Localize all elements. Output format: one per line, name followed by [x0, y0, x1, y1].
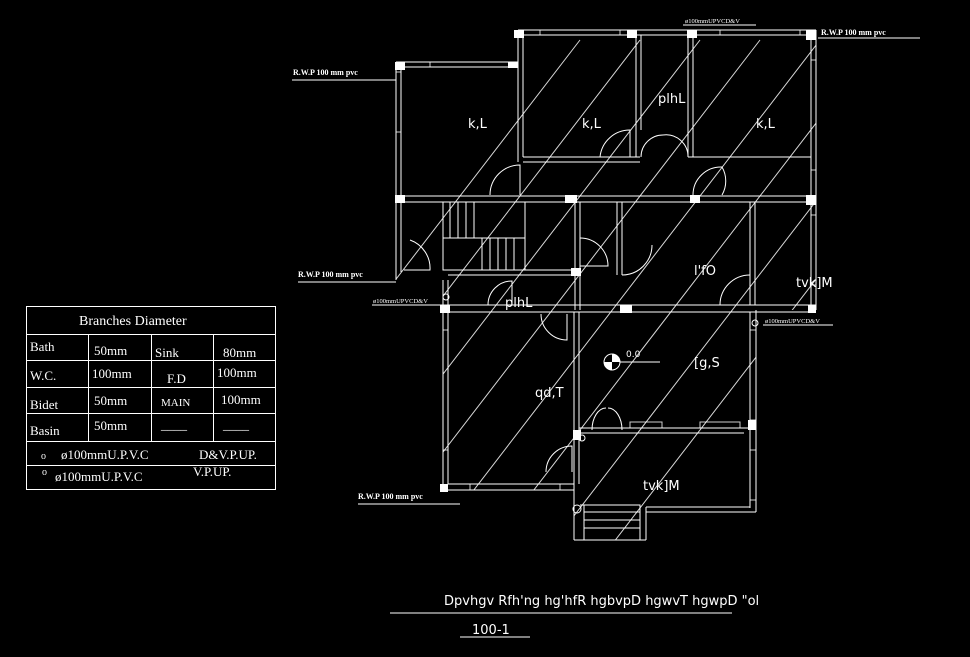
room-label-kl-2: k,L [582, 117, 602, 132]
cell-fixture: Bidet [30, 397, 59, 412]
cell-diameter: 50mm [94, 343, 128, 358]
room-label-kl-3: k,L [756, 117, 776, 132]
cell-fixture: F.D [167, 371, 186, 386]
pipe-markers [442, 29, 759, 514]
cell-diameter: 100mm [221, 392, 261, 407]
branches-diameter-table: Branches Diameter Bath 50mm Sink 80mm W.… [26, 306, 276, 490]
room-label-ifo: l'fO [694, 264, 716, 279]
legend-label: V.P.UP. [193, 464, 232, 479]
room-label-tvk-right: tvk]M [796, 276, 833, 291]
cell-diameter: 80mm [223, 345, 257, 360]
rwp-label-top-left: R.W.P 100 mm pvc [293, 68, 358, 77]
room-label-qdt: qd,T [535, 386, 564, 401]
dv-label-right: ø100mmUPVCD&V [765, 318, 820, 325]
footer-title: Dpvhgv Rfh'ng hg'hfR hgbvpD hgwvT hgwpD … [444, 594, 759, 609]
rwp-label-top-right: R.W.P 100 mm pvc [821, 28, 886, 37]
legend-symbol-small-circle: o [41, 451, 46, 462]
legend-pipe: ø100mmU.P.V.C [55, 469, 143, 484]
cell-fixture: Sink [155, 345, 179, 360]
cell-fixture: W.C. [30, 368, 57, 383]
level-symbol [603, 353, 660, 371]
dv-label-left: ø100mmUPVCD&V [373, 298, 428, 305]
room-label-plhl-mid: plhL [505, 296, 533, 311]
room-label-tvk-bottom: tvk]M [643, 479, 680, 494]
cell-diameter: 50mm [94, 393, 128, 408]
cell-fixture: MAIN [161, 397, 191, 409]
cell-diameter: 100mm [217, 365, 257, 380]
rwp-label-mid-left: R.W.P 100 mm pvc [298, 270, 363, 279]
cell-empty: ____ [161, 417, 187, 432]
cell-diameter: 50mm [94, 418, 128, 433]
windows [395, 29, 817, 501]
cell-diameter: 100mm [92, 366, 132, 381]
staircase [442, 201, 526, 271]
legend-label: D&V.P.UP. [199, 447, 257, 462]
cell-fixture: Bath [30, 339, 55, 354]
cell-fixture: Basin [30, 423, 60, 438]
legend-pipe: ø100mmU.P.V.C [61, 447, 149, 462]
rwp-label-bottom: R.W.P 100 mm pvc [358, 492, 423, 501]
room-label-plhl-top: plhL [658, 92, 686, 107]
columns [395, 30, 816, 492]
table-title: Branches Diameter [79, 314, 187, 329]
dv-label-top: ø100mmUPVCD&V [685, 18, 740, 25]
level-value: 0.0 [626, 350, 641, 360]
room-label-gs: [g,S [694, 356, 720, 371]
legend-symbol-circle: o [42, 467, 47, 478]
footer-scale: 100-1 [472, 623, 510, 638]
room-label-kl-1: k,L [468, 117, 488, 132]
cell-empty: ____ [223, 417, 249, 432]
walls [395, 29, 817, 541]
door-swings [404, 129, 751, 473]
leader-lines [292, 24, 920, 505]
